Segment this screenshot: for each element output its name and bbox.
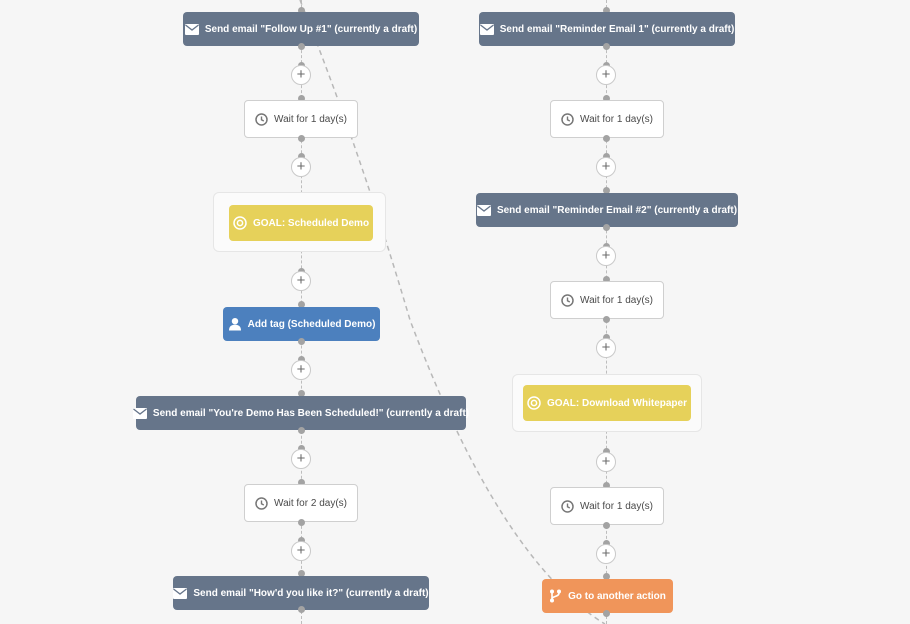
connector-dot xyxy=(298,427,305,434)
envelope-icon xyxy=(476,204,491,216)
branch-icon xyxy=(549,589,562,603)
node-label: GOAL: Download Whitepaper xyxy=(547,397,687,409)
send-email-how-like-node[interactable]: Send email "How'd you like it?" (current… xyxy=(173,576,429,610)
wait-step-node[interactable]: Wait for 2 day(s) xyxy=(244,484,358,522)
add-step-button[interactable]: + xyxy=(596,157,616,177)
node-label: Send email "Reminder Email 1" (currently… xyxy=(499,23,735,35)
node-label: Wait for 2 day(s) xyxy=(274,497,347,509)
connector-dot xyxy=(298,135,305,142)
add-step-button[interactable]: + xyxy=(291,360,311,380)
connector-dot xyxy=(298,606,305,613)
connector-dot xyxy=(603,448,610,455)
add-step-button[interactable]: + xyxy=(596,246,616,266)
connector-dot xyxy=(603,276,610,283)
add-step-button[interactable]: + xyxy=(291,157,311,177)
node-label: Send email "How'd you like it?" (current… xyxy=(193,587,429,599)
add-step-button[interactable]: + xyxy=(596,544,616,564)
connector-dot xyxy=(298,43,305,50)
connector-dot xyxy=(298,570,305,577)
node-label: Add tag (Scheduled Demo) xyxy=(247,318,376,330)
node-label: Go to another action xyxy=(568,590,666,602)
connector-dot xyxy=(603,187,610,194)
connector-dot xyxy=(603,224,610,231)
send-email-demo-scheduled-node[interactable]: Send email "You're Demo Has Been Schedul… xyxy=(132,396,470,430)
connector-dot xyxy=(298,519,305,526)
connector-dot xyxy=(298,537,305,544)
node-label: Wait for 1 day(s) xyxy=(580,294,653,306)
envelope-icon xyxy=(173,587,188,599)
node-label: Wait for 1 day(s) xyxy=(580,500,653,512)
connector-dot xyxy=(298,7,305,14)
connector-dot xyxy=(298,390,305,397)
add-step-button[interactable]: + xyxy=(291,271,311,291)
add-step-button[interactable]: + xyxy=(291,449,311,469)
target-icon xyxy=(527,396,541,410)
connector-dot xyxy=(603,135,610,142)
send-email-reminder-1-node[interactable]: Send email "Reminder Email 1" (currently… xyxy=(479,12,735,46)
connector-dot xyxy=(603,7,610,14)
user-icon xyxy=(228,317,242,331)
clock-icon xyxy=(561,293,574,307)
connector-dot xyxy=(603,334,610,341)
node-label: Wait for 1 day(s) xyxy=(580,113,653,125)
connector-dot xyxy=(298,338,305,345)
connector-dot xyxy=(298,153,305,160)
node-label: Send email "Follow Up #1" (currently a d… xyxy=(204,23,418,35)
target-icon xyxy=(233,216,247,230)
wait-step-node[interactable]: Wait for 1 day(s) xyxy=(550,487,664,525)
connector-dot xyxy=(603,95,610,102)
connector-dot xyxy=(603,43,610,50)
clock-icon xyxy=(255,112,268,126)
wait-step-node[interactable]: Wait for 1 day(s) xyxy=(550,281,664,319)
add-step-button[interactable]: + xyxy=(596,65,616,85)
connector-dot xyxy=(298,95,305,102)
wait-step-node[interactable]: Wait for 1 day(s) xyxy=(550,100,664,138)
envelope-icon xyxy=(132,407,147,419)
add-step-button[interactable]: + xyxy=(596,452,616,472)
go-to-another-action-node[interactable]: Go to another action xyxy=(542,579,673,613)
envelope-icon xyxy=(184,23,199,35)
add-step-button[interactable]: + xyxy=(291,541,311,561)
connector-dot xyxy=(298,356,305,363)
wait-step-node[interactable]: Wait for 1 day(s) xyxy=(244,100,358,138)
node-label: Send email "Reminder Email #2" (currentl… xyxy=(496,204,738,216)
goal-scheduled-demo-node[interactable]: GOAL: Scheduled Demo xyxy=(229,205,373,241)
clock-icon xyxy=(255,496,268,510)
node-label: GOAL: Scheduled Demo xyxy=(252,217,370,229)
send-email-follow-up-node[interactable]: Send email "Follow Up #1" (currently a d… xyxy=(183,12,419,46)
add-step-button[interactable]: + xyxy=(596,338,616,358)
send-email-reminder-2-node[interactable]: Send email "Reminder Email #2" (currentl… xyxy=(476,193,738,227)
connector-dot xyxy=(603,482,610,489)
connector-dot xyxy=(298,479,305,486)
connector-dot xyxy=(298,301,305,308)
node-label: Send email "You're Demo Has Been Schedul… xyxy=(152,407,470,419)
add-step-button[interactable]: + xyxy=(291,65,311,85)
connector-dot xyxy=(603,316,610,323)
envelope-icon xyxy=(479,23,494,35)
add-tag-node[interactable]: Add tag (Scheduled Demo) xyxy=(223,307,380,341)
goal-download-whitepaper-node[interactable]: GOAL: Download Whitepaper xyxy=(523,385,691,421)
connector-dot xyxy=(603,153,610,160)
clock-icon xyxy=(561,499,574,513)
connector-dot xyxy=(603,573,610,580)
connector-dot xyxy=(603,610,610,617)
node-label: Wait for 1 day(s) xyxy=(274,113,347,125)
connector-dot xyxy=(603,522,610,529)
connector-dot xyxy=(603,540,610,547)
clock-icon xyxy=(561,112,574,126)
connector-dot xyxy=(298,445,305,452)
